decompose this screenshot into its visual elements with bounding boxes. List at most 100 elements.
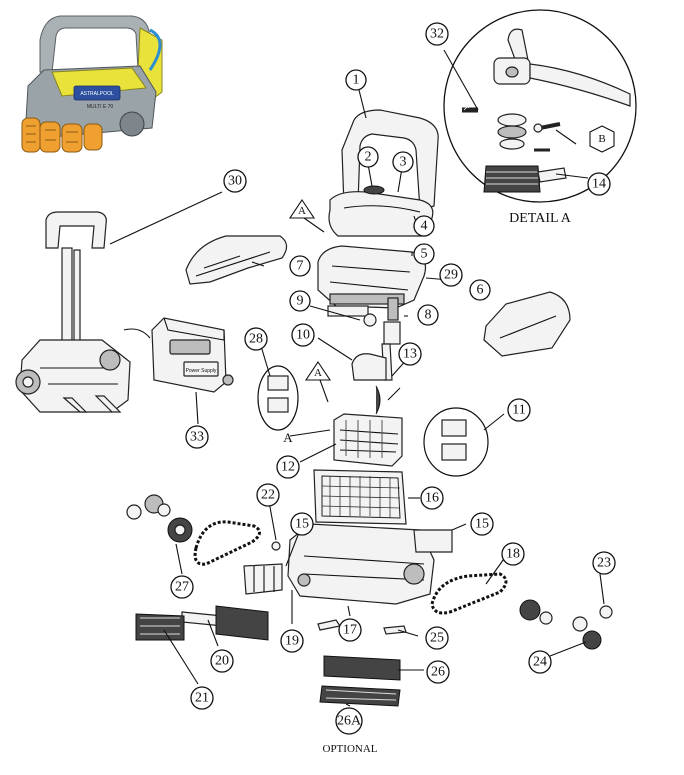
optional-caption: OPTIONAL [323, 743, 378, 755]
part-motor-unit [333, 413, 403, 467]
callout-26: 26 [426, 660, 450, 684]
svg-text:18: 18 [506, 547, 520, 562]
svg-text:26A: 26A [337, 714, 362, 729]
robot-model-text: MULTI E 70 [87, 104, 114, 110]
callout-18: 18 [501, 542, 525, 566]
callout-19: 19 [280, 629, 304, 653]
callout-33: 33 [185, 425, 209, 449]
svg-text:15: 15 [475, 517, 489, 532]
robot-photo: ASTRALPOOL MULTI E 70 [21, 15, 163, 153]
callout-15a: 15 [290, 512, 314, 536]
callout-15b: 15 [470, 512, 494, 536]
svg-text:12: 12 [281, 460, 295, 475]
part-flap-right [413, 529, 453, 553]
callout-21: 21 [190, 686, 214, 710]
svg-text:21: 21 [195, 691, 209, 706]
part-foam-blocks-28 [257, 365, 299, 431]
callout-12: 12 [276, 455, 300, 479]
callout-29: 29 [439, 263, 463, 287]
part-main-body [317, 245, 427, 317]
svg-text:27: 27 [175, 580, 189, 595]
detail-a-view [443, 9, 637, 203]
svg-text:6: 6 [477, 283, 484, 298]
part-flap-left [243, 563, 283, 595]
part-small-brackets [271, 541, 407, 635]
svg-text:33: 33 [190, 430, 204, 445]
svg-text:A: A [298, 205, 306, 217]
part-wheels [126, 494, 613, 650]
svg-text:5: 5 [421, 247, 428, 262]
svg-text:8: 8 [425, 308, 432, 323]
callout-3: 3 [392, 151, 414, 173]
svg-text:25: 25 [430, 631, 444, 646]
callout-20: 20 [210, 649, 234, 673]
robot-handle [39, 15, 151, 73]
callout-26a: 26A [335, 707, 363, 735]
callout-16: 16 [420, 486, 444, 510]
part-axle-brush [135, 605, 401, 707]
callout-27: 27 [170, 575, 194, 599]
callout-24: 24 [528, 650, 552, 674]
svg-text:11: 11 [512, 403, 525, 418]
part-motor-assembly [351, 297, 401, 415]
callout-6: 6 [469, 279, 491, 301]
callout-32: 32 [425, 22, 449, 46]
callout-23: 23 [592, 551, 616, 575]
callout-4: 4 [413, 215, 435, 237]
callout-17: 17 [338, 618, 362, 642]
svg-text:20: 20 [215, 654, 229, 669]
part-track-left [193, 520, 261, 566]
ref-triangle-a-upper: A [288, 199, 316, 219]
svg-text:1: 1 [353, 73, 360, 88]
svg-text:28: 28 [249, 332, 263, 347]
callout-5: 5 [413, 243, 435, 265]
callout-10: 10 [291, 323, 315, 347]
svg-text:22: 22 [261, 488, 275, 503]
svg-text:A: A [314, 367, 322, 379]
svg-text:26: 26 [431, 665, 445, 680]
part-side-panel-right [483, 291, 571, 357]
svg-text:19: 19 [285, 634, 299, 649]
svg-text:32: 32 [430, 27, 444, 42]
robot-logo-text: ASTRALPOOL [80, 91, 114, 97]
part-chassis [287, 523, 435, 605]
part-filter [313, 469, 407, 525]
part-foam-blocks-11 [423, 407, 489, 477]
svg-text:24: 24 [533, 655, 547, 670]
svg-text:2: 2 [365, 150, 372, 165]
svg-text:14: 14 [592, 177, 606, 192]
svg-text:23: 23 [597, 556, 611, 571]
callout-13: 13 [398, 342, 422, 366]
callout-30: 30 [223, 169, 247, 193]
part-handle [341, 109, 439, 211]
ref-triangle-a-lower: A [304, 361, 332, 381]
caddy-cart [15, 211, 131, 413]
callout-1: 1 [345, 69, 367, 91]
svg-text:10: 10 [296, 328, 310, 343]
callout-25: 25 [425, 626, 449, 650]
svg-text:30: 30 [228, 174, 242, 189]
callout-22: 22 [256, 483, 280, 507]
svg-text:13: 13 [403, 347, 417, 362]
leader-lines [109, 49, 605, 707]
callout-7: 7 [289, 255, 311, 277]
detail-ref-label: A [283, 430, 293, 445]
part-side-panel-left [185, 235, 288, 285]
svg-text:15: 15 [295, 517, 309, 532]
svg-text:16: 16 [425, 491, 439, 506]
power-supply: Power Supply [123, 317, 234, 393]
callout-14: 14 [587, 172, 611, 196]
svg-text:29: 29 [444, 268, 458, 283]
svg-text:9: 9 [297, 294, 304, 309]
callout-2: 2 [357, 146, 379, 168]
part-track-right [430, 572, 508, 615]
part-top-cover [328, 185, 434, 237]
robot-logo-badge [73, 85, 121, 101]
svg-text:B: B [598, 133, 605, 145]
detail-a-caption: DETAIL A [509, 211, 572, 226]
callout-11: 11 [507, 398, 531, 422]
ref-hexagon-b: B [589, 125, 615, 153]
power-supply-label: Power Supply [186, 368, 217, 374]
svg-text:3: 3 [400, 155, 407, 170]
